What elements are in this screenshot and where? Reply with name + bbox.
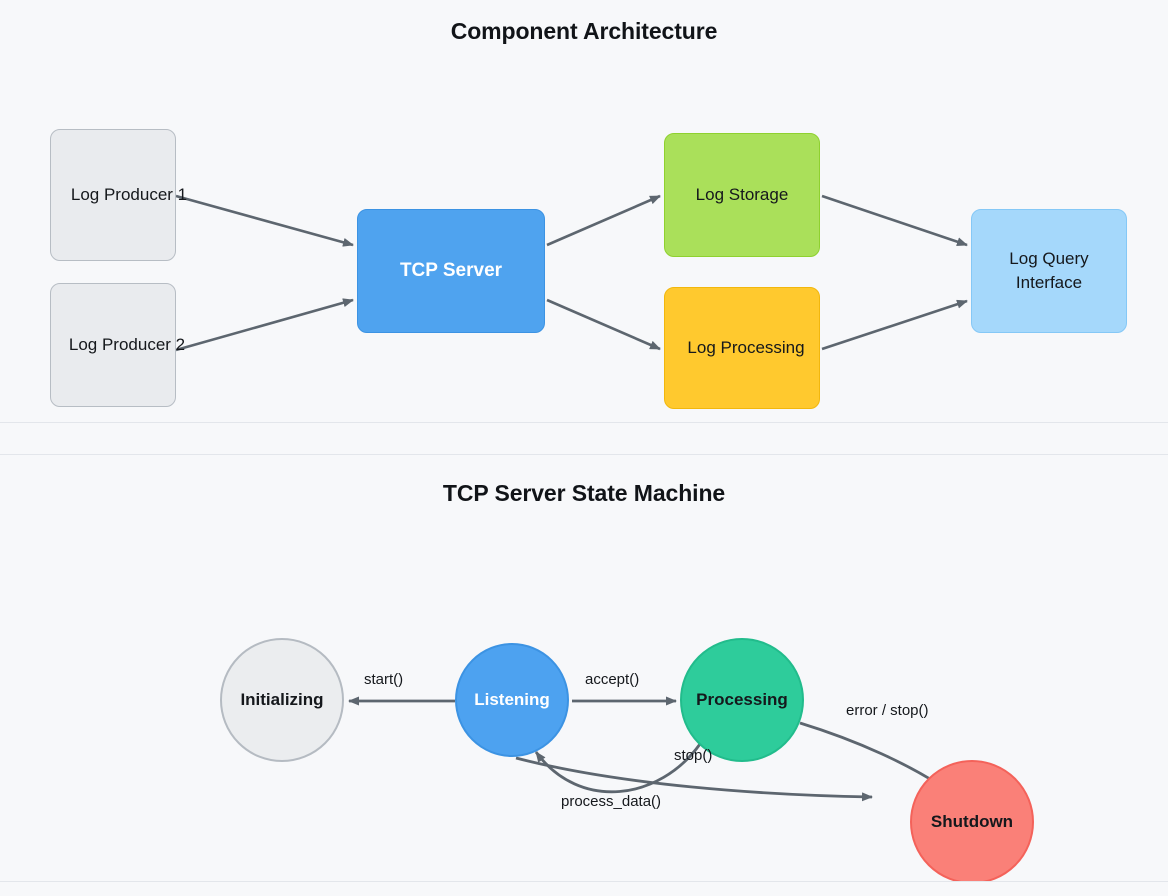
- node-log-producer-2[interactable]: Log Producer 2: [50, 283, 185, 407]
- architecture-canvas: Log Producer 1 Log Producer 2 TCP Server…: [0, 0, 1168, 422]
- edge-tcpserver-storage: [546, 194, 661, 247]
- footer-band: [0, 882, 1168, 896]
- node-log-query-interface-label-line1: Log Query: [1009, 248, 1089, 268]
- state-shutdown[interactable]: Shutdown: [910, 760, 1034, 884]
- state-processing[interactable]: Processing: [680, 638, 804, 762]
- state-initializing[interactable]: Initializing: [220, 638, 344, 762]
- panel-gap-band: [0, 423, 1168, 454]
- transition-label-start: start(): [364, 671, 404, 688]
- node-log-processing-label: Log Processing: [687, 337, 805, 357]
- architecture-panel: Component Architecture Log Producer 1: [0, 0, 1168, 422]
- transition-label-accept: accept(): [585, 671, 640, 688]
- state-machine-canvas: Initializing Listening Processing Shutdo…: [0, 455, 1168, 884]
- node-log-producer-2-label: Log Producer 2: [68, 334, 186, 354]
- node-log-query-interface[interactable]: Log Query Interface: [971, 209, 1127, 333]
- node-log-query-interface-label-line2: Interface: [1015, 273, 1083, 292]
- state-listening[interactable]: Listening: [455, 643, 569, 757]
- state-machine-title: TCP Server State Machine: [442, 480, 726, 506]
- state-processing-label: Processing: [696, 690, 788, 709]
- transition-label-process-data: process_data(): [561, 793, 662, 810]
- panel-divider-middle: [0, 454, 1168, 455]
- state-machine-panel: TCP Server State Machine: [0, 455, 1168, 884]
- state-listening-label: Listening: [474, 690, 550, 709]
- node-tcp-server-label: TCP Server: [399, 259, 503, 281]
- node-log-storage-label: Log Storage: [695, 184, 789, 204]
- node-log-storage[interactable]: Log Storage: [664, 133, 820, 257]
- architecture-title: Component Architecture: [450, 18, 718, 44]
- transition-error-stop: [799, 721, 939, 786]
- transition-label-stop: stop(): [674, 747, 713, 764]
- node-log-producer-1[interactable]: Log Producer 1: [50, 129, 187, 261]
- panel-divider-bottom: [0, 881, 1168, 882]
- state-initializing-label: Initializing: [240, 690, 324, 709]
- node-log-processing[interactable]: Log Processing: [664, 287, 820, 409]
- edge-tcpserver-processing: [546, 298, 661, 351]
- transition-label-error-stop: error / stop(): [846, 702, 929, 719]
- edge-storage-query: [821, 194, 968, 247]
- node-tcp-server[interactable]: TCP Server: [357, 209, 545, 333]
- edge-processing-query: [821, 299, 968, 351]
- state-shutdown-label: Shutdown: [930, 812, 1014, 831]
- panel-divider-top: [0, 422, 1168, 423]
- node-log-producer-1-label: Log Producer 1: [70, 184, 188, 204]
